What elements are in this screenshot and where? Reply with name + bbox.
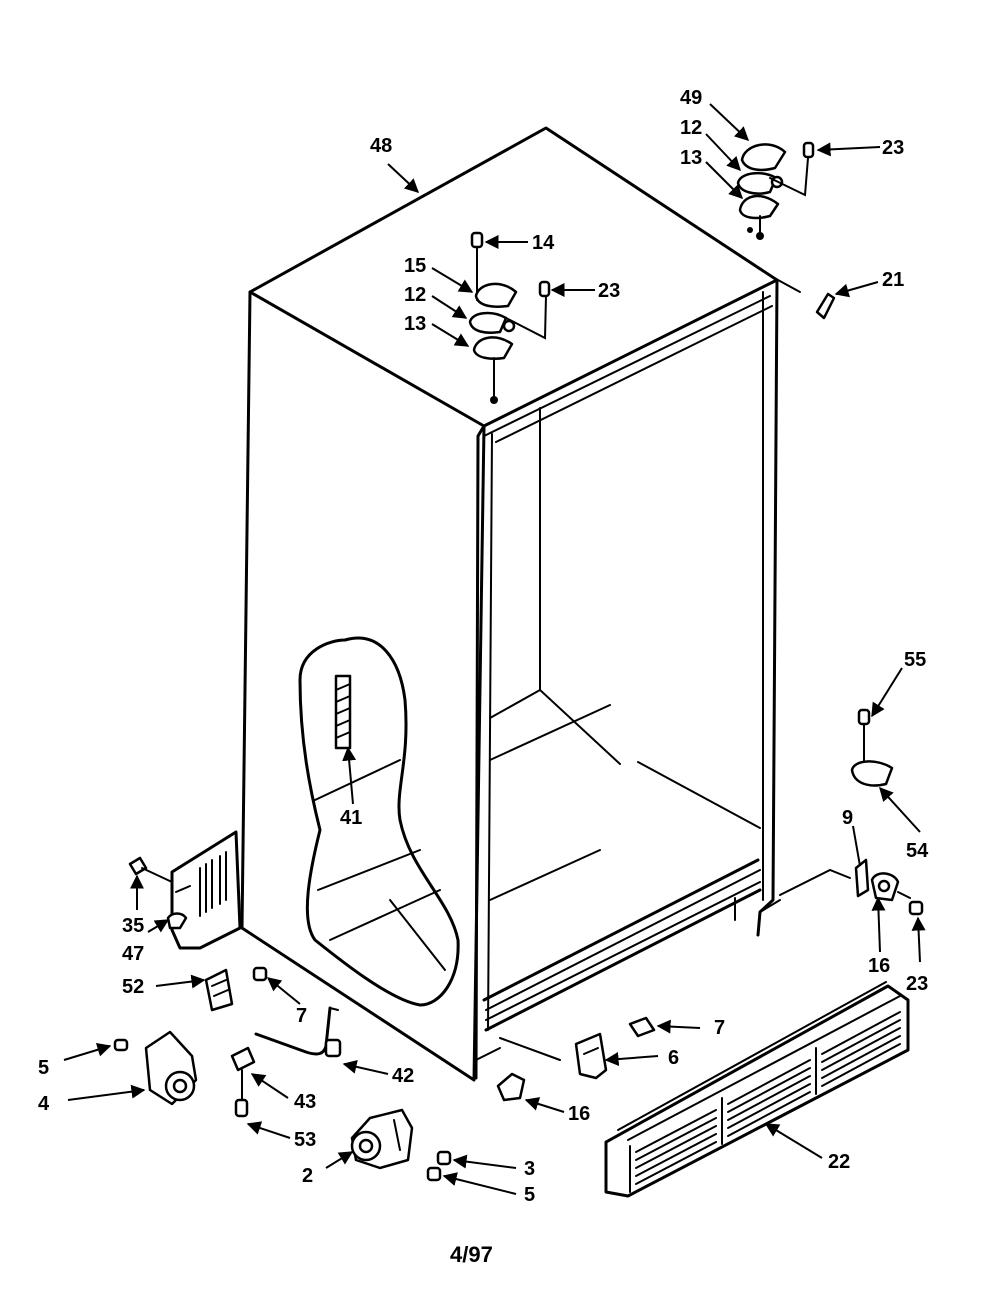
cutaway-view <box>298 636 460 1007</box>
footer-date: 4/97 <box>450 1242 493 1267</box>
callout-23-top: 23 <box>882 137 904 159</box>
part-16-clip <box>496 1072 526 1102</box>
callout-22: 22 <box>828 1151 850 1173</box>
part-6-bracket <box>574 1016 656 1080</box>
roller-assembly-front <box>350 1108 452 1182</box>
part-21-clip <box>815 292 836 320</box>
callout-12-top: 12 <box>680 117 702 139</box>
toe-grille <box>604 981 910 1198</box>
callout-9: 9 <box>842 807 853 829</box>
callout-7-right: 7 <box>714 1017 725 1039</box>
callout-21: 21 <box>882 269 904 291</box>
part-52-bracket <box>204 968 234 1012</box>
callout-6: 6 <box>668 1047 679 1069</box>
leader-lines <box>63 103 926 1195</box>
bottom-hinge-assembly <box>850 708 924 916</box>
callout-53: 53 <box>294 1129 316 1151</box>
callout-55: 55 <box>904 649 926 671</box>
callout-42: 42 <box>392 1065 414 1087</box>
callout-23-mid: 23 <box>598 280 620 302</box>
callout-13-top: 13 <box>680 147 702 169</box>
callout-labels: 49 12 13 23 48 14 15 12 13 23 21 55 54 9… <box>38 87 929 1206</box>
callout-15: 15 <box>404 255 426 277</box>
callout-48: 48 <box>370 135 392 157</box>
callout-12-mid: 12 <box>404 284 426 306</box>
top-hinge-assembly-right <box>736 141 815 237</box>
callout-41: 41 <box>340 807 362 829</box>
callout-7-left: 7 <box>296 1005 307 1027</box>
electrical-cover <box>128 830 242 950</box>
callout-23-right: 23 <box>906 973 928 995</box>
callout-52: 52 <box>122 976 144 998</box>
callout-16-bottom: 16 <box>568 1103 590 1125</box>
callout-4: 4 <box>38 1093 50 1115</box>
callout-13-mid: 13 <box>404 313 426 335</box>
callout-5-bottom: 5 <box>524 1184 535 1206</box>
heater-coil-41 <box>334 674 352 750</box>
callout-54: 54 <box>906 840 929 862</box>
cabinet-body <box>240 126 851 1082</box>
callout-16-right: 16 <box>868 955 890 977</box>
callout-43: 43 <box>294 1091 316 1113</box>
callout-49: 49 <box>680 87 702 109</box>
top-hinge-assembly-left <box>468 231 551 397</box>
callout-14: 14 <box>532 232 555 254</box>
callout-2: 2 <box>302 1165 313 1187</box>
callout-5-left: 5 <box>38 1057 49 1079</box>
roller-assembly-left <box>113 1030 198 1106</box>
callout-47: 47 <box>122 943 144 965</box>
callout-3: 3 <box>524 1158 535 1180</box>
drain-tube-assembly <box>230 966 342 1118</box>
callout-35: 35 <box>122 915 144 937</box>
